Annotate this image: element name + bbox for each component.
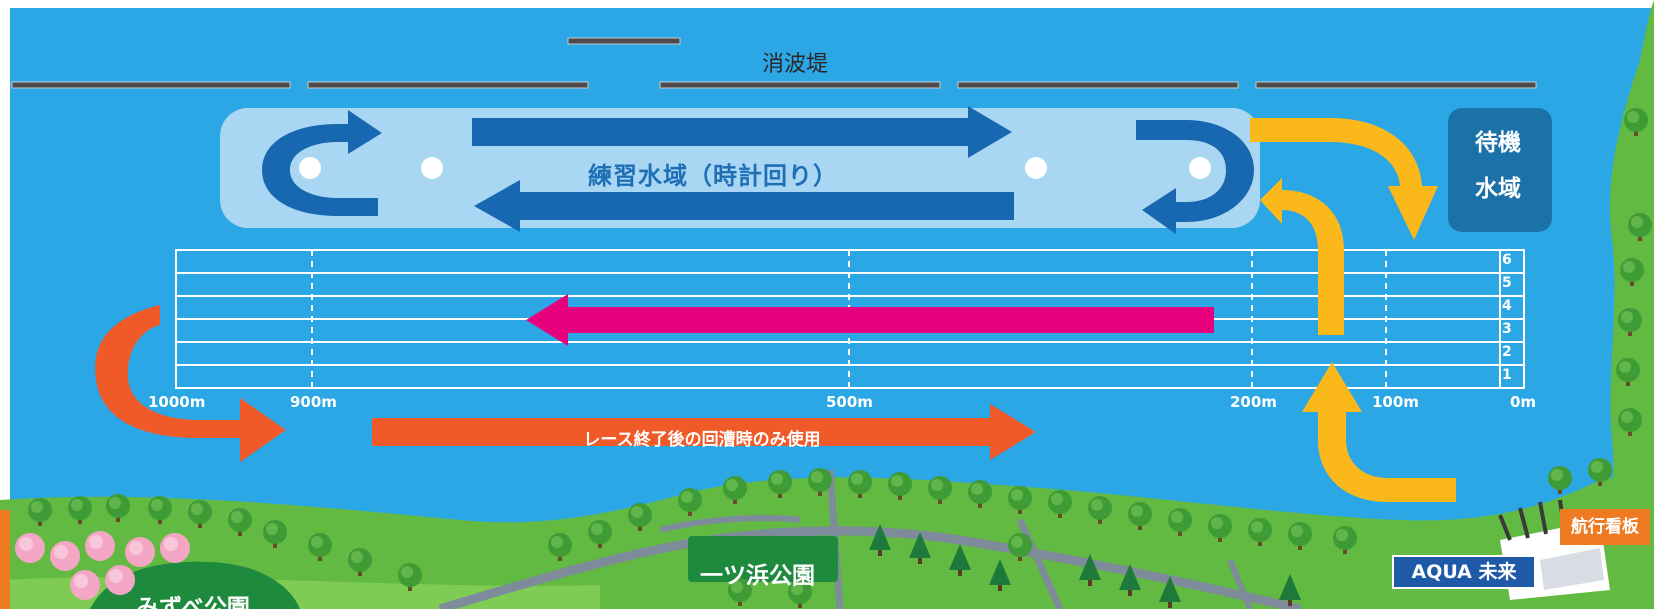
return-route-label: レース終了後の回漕時のみ使用 xyxy=(583,430,821,450)
lane-number-1: 1 xyxy=(1502,367,1512,383)
park-hitotsuhama-area xyxy=(688,536,838,582)
practice-arrows xyxy=(262,106,1254,234)
race-direction-arrow xyxy=(526,294,1214,346)
distance-tick-200m: 200m xyxy=(1230,393,1277,411)
distance-tick-900m: 900m xyxy=(290,393,337,411)
waiting-area-label: 待機 水域 xyxy=(1450,120,1546,212)
navigation-sign-label: 航行看板 xyxy=(1560,509,1650,545)
yellow-routes xyxy=(1250,118,1456,502)
aqua-mirai-label: AQUA 未来 xyxy=(1392,555,1536,589)
lane-number-3: 3 xyxy=(1502,321,1512,337)
practice-buoys xyxy=(299,157,1211,179)
park-hitotsuhama-label: 一ツ浜公園 xyxy=(700,563,815,589)
breakwater-label: 消波堤 xyxy=(762,52,829,77)
return-route xyxy=(95,305,1036,462)
park-mizube-area xyxy=(90,561,300,609)
waiting-area-label-line2: 水域 xyxy=(1475,176,1521,202)
lane-number-4: 4 xyxy=(1502,298,1512,314)
lane-number-2: 2 xyxy=(1502,344,1512,360)
breakwater xyxy=(11,37,1537,89)
park-mizube-label: みずべ公園 xyxy=(136,595,250,609)
east-shore xyxy=(1590,0,1654,609)
distance-tick-0m: 0m xyxy=(1510,393,1537,411)
distance-tick-500m: 500m xyxy=(826,393,873,411)
distance-tick-1000m: 1000m xyxy=(148,393,206,411)
waiting-area xyxy=(1448,108,1552,232)
distance-tick-100m: 100m xyxy=(1372,393,1419,411)
waiting-area-label-line1: 待機 xyxy=(1475,130,1521,156)
lane-number-6: 6 xyxy=(1502,252,1512,268)
practice-area-label: 練習水域（時計回り） xyxy=(588,162,838,190)
lane-number-5: 5 xyxy=(1502,275,1512,291)
